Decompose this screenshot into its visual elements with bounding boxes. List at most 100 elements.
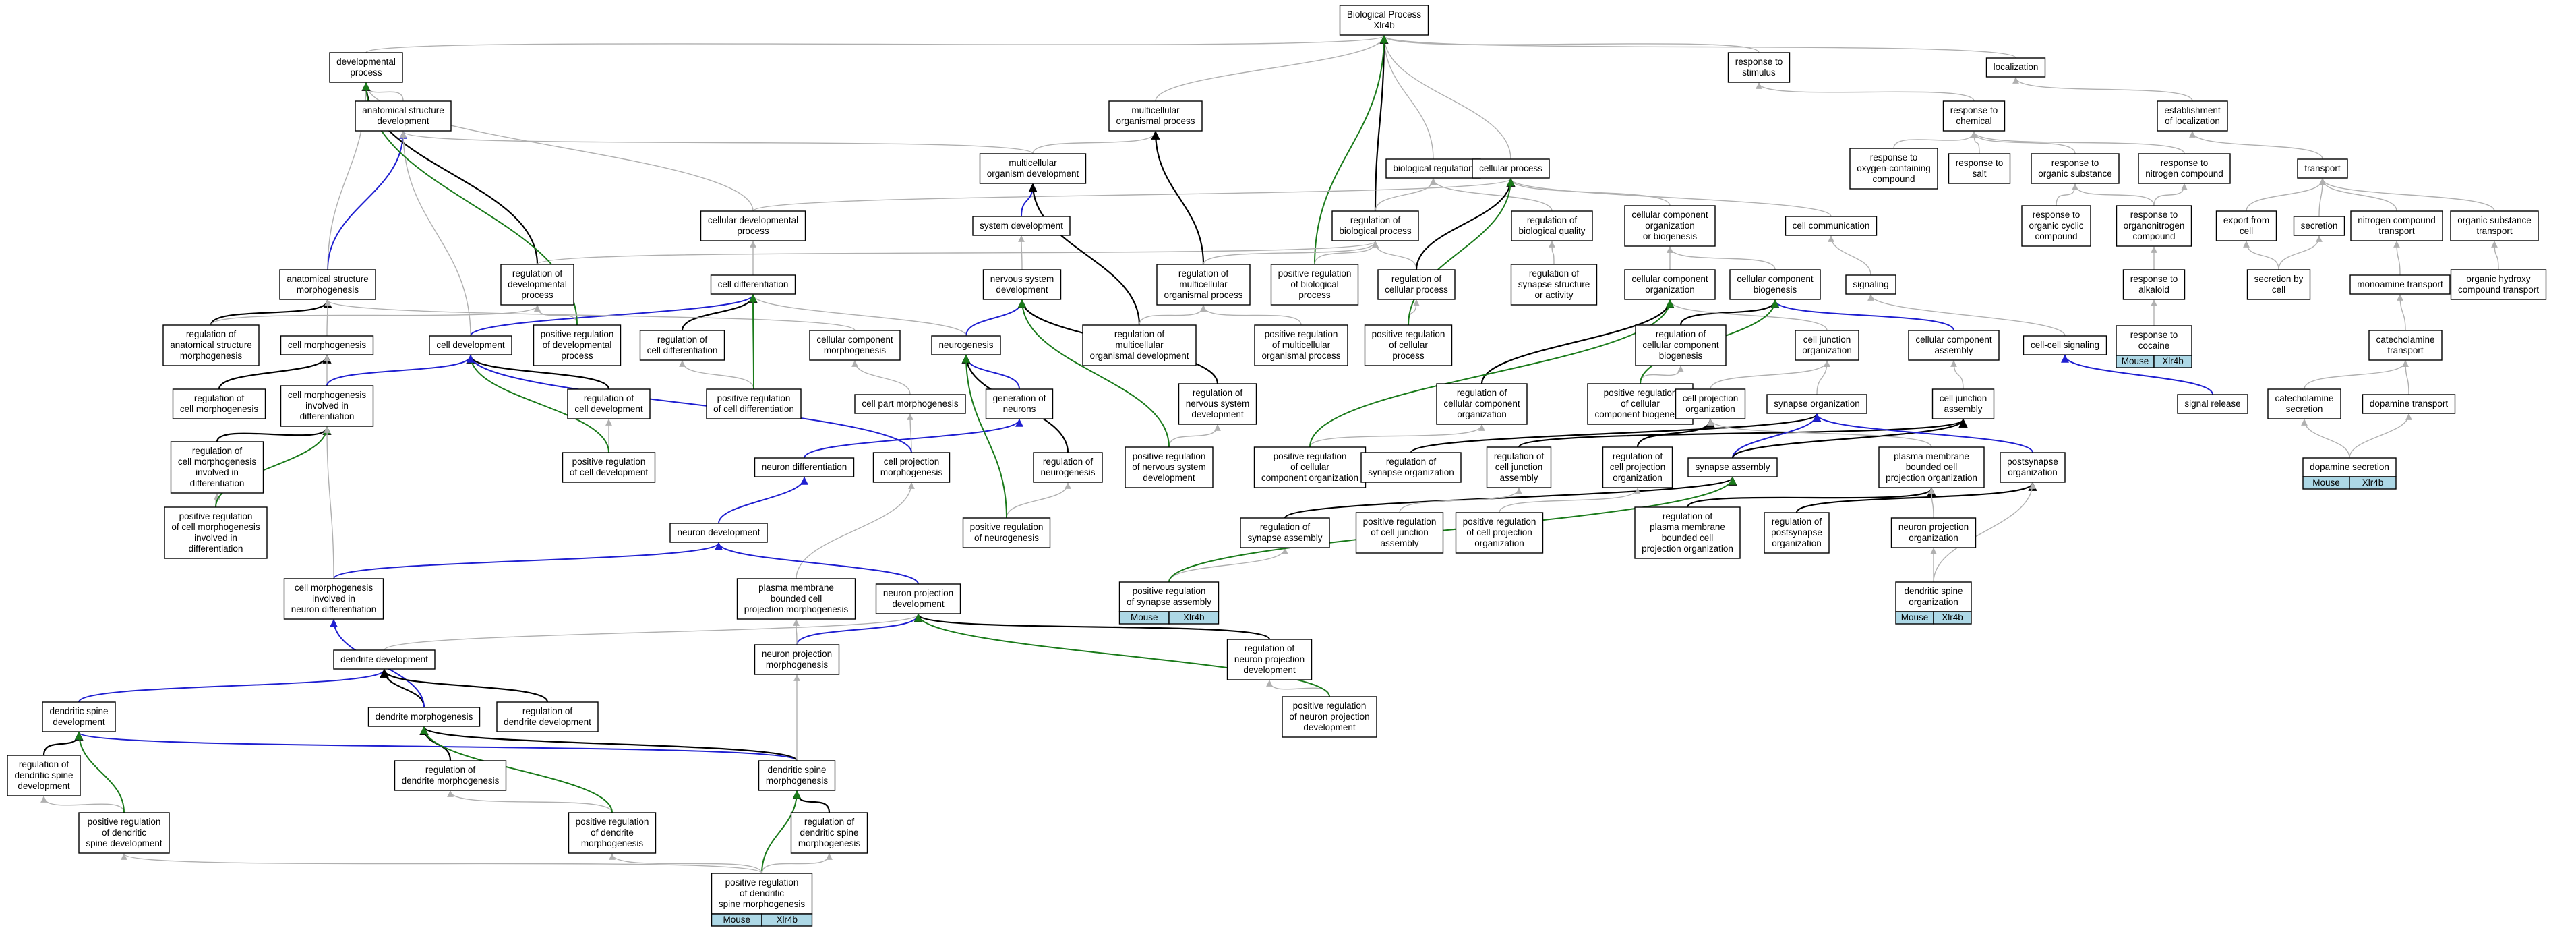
go-term-node-cell-part-morph[interactable]: cell part morphogenesis [854,394,966,414]
go-term-node-sys-dev[interactable]: system development [972,216,1071,236]
go-term-node-cell-diff[interactable]: cell differentiation [710,274,796,295]
go-term-node-bio-reg[interactable]: biological regulation [1385,158,1481,179]
go-term-node-cell-morph[interactable]: cell morphogenesis [280,335,374,355]
go-term-node-signaling[interactable]: signaling [1845,274,1896,295]
go-term-node-neuron-diff[interactable]: neuron differentiation [754,457,855,477]
go-term-node-neuron-dev[interactable]: neuron development [669,523,768,543]
go-term-node-cell-proc[interactable]: cellular process [1472,158,1550,179]
go-term-node-dend-dev[interactable]: dendrite development [333,649,436,670]
go-term-node-transport[interactable]: transport [2297,158,2348,179]
go-term-node-cell-comm[interactable]: cell communication [1785,216,1878,236]
go-term-node-cell-dev[interactable]: cell development [429,335,512,355]
go-term-node-localization[interactable]: localization [1985,57,2046,78]
go-term-node-dend-morph[interactable]: dendrite morphogenesis [367,707,481,727]
go-term-node-syn-asm[interactable]: synapse assembly [1687,457,1778,477]
go-term-node-cell-cell-sig[interactable]: cell-cell signaling [2023,335,2107,355]
go-term-node-neurogenesis[interactable]: neurogenesis [931,335,1001,355]
go-term-node-sig-release[interactable]: signal release [2177,394,2248,414]
go-term-node-secretion[interactable]: secretion [2293,216,2345,236]
